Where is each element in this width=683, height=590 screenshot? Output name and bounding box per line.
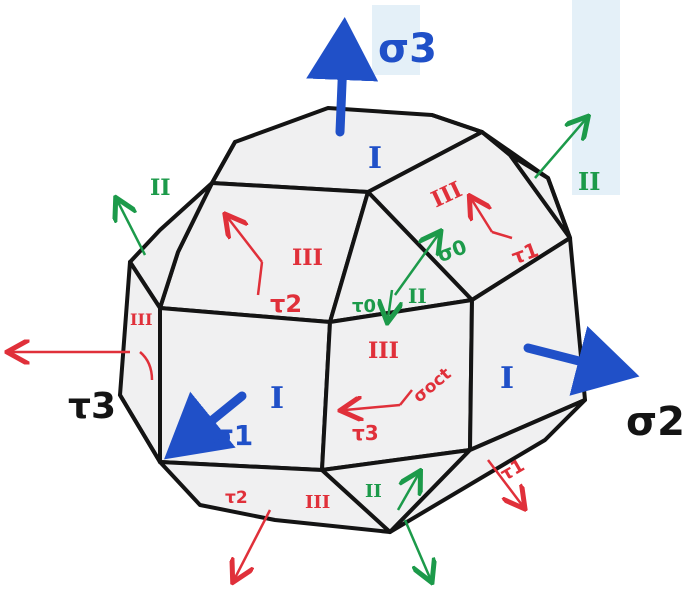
sigma2-label: σ2 [626,399,683,445]
left-strip-III-label: III [130,310,152,329]
bottom-II-label: II [365,481,382,502]
bottom-green-down-arrow [405,520,430,578]
bottom-left-III-label: III [305,492,330,513]
tau2-bottom-label: τ2 [225,488,248,508]
front-III-label: III [368,338,399,364]
right-highlight [572,0,620,195]
tau2-label: τ2 [270,290,302,318]
sigma1-label: σ1 [212,419,253,452]
tau3-front-label: τ3 [352,421,379,445]
top-face-label: I [368,141,382,176]
front-face-I-label: I [270,381,284,416]
right-face-I-label: I [500,361,514,396]
right-II-label: II [578,167,600,196]
upper-left-III-label: III [292,245,323,271]
left-normal-arrow [118,202,145,255]
tau0-label: τ0 [352,296,376,317]
tau3-label: τ3 [68,386,116,427]
sigma3-arrow [340,35,344,132]
left-II-label: II [150,175,171,201]
middle-II-label: II [408,284,427,308]
tau2-bottom-arrow [235,510,270,578]
sigma3-label: σ3 [378,26,437,72]
front-face-III [322,300,472,470]
